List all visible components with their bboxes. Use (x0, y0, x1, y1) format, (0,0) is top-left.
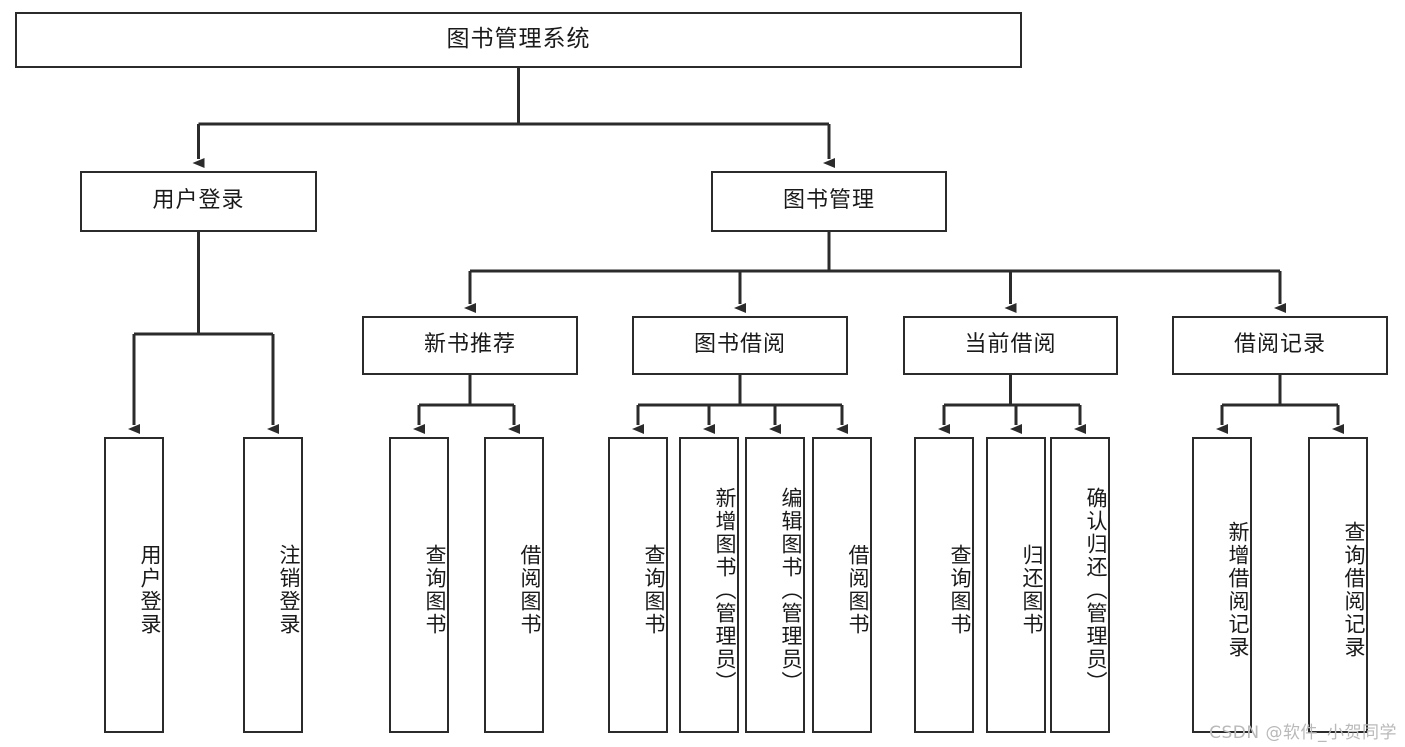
node-new-book-recommend[interactable]: 新书推荐 (362, 316, 578, 375)
node-leaf-borrow-book-2[interactable]: 借阅图书 (812, 437, 872, 733)
node-label: 用户登录 (152, 188, 245, 214)
node-label: 归还图书 (1020, 544, 1044, 636)
node-label: 查询图书 (642, 544, 666, 636)
node-leaf-edit-book[interactable]: 编辑图书（管理员） (745, 437, 805, 733)
node-leaf-logout[interactable]: 注销登录 (243, 437, 303, 733)
node-label: 当前借阅 (964, 332, 1057, 358)
node-root[interactable]: 图书管理系统 (15, 12, 1022, 68)
node-leaf-confirm-return[interactable]: 确认归还（管理员） (1050, 437, 1110, 733)
node-leaf-query-book-3[interactable]: 查询图书 (914, 437, 974, 733)
node-label: 图书管理 (782, 188, 875, 214)
node-user-login[interactable]: 用户登录 (80, 171, 317, 232)
node-label: 借阅记录 (1233, 332, 1326, 358)
node-label: 确认归还（管理员） (1084, 486, 1108, 694)
node-leaf-user-login[interactable]: 用户登录 (104, 437, 164, 733)
node-leaf-add-record[interactable]: 新增借阅记录 (1192, 437, 1252, 733)
node-label: 图书借阅 (693, 332, 786, 358)
node-book-manage[interactable]: 图书管理 (711, 171, 947, 232)
node-borrow-record[interactable]: 借阅记录 (1172, 316, 1388, 375)
node-leaf-query-book-2[interactable]: 查询图书 (608, 437, 668, 733)
node-current-borrow[interactable]: 当前借阅 (903, 316, 1118, 375)
node-label: 编辑图书（管理员） (779, 486, 803, 694)
node-label: 借阅图书 (846, 544, 870, 636)
node-label: 查询图书 (423, 544, 447, 636)
node-label: 图书管理系统 (446, 26, 591, 53)
node-label: 借阅图书 (518, 544, 542, 636)
node-label: 注销登录 (277, 544, 301, 636)
node-leaf-add-book[interactable]: 新增图书（管理员） (679, 437, 739, 733)
node-leaf-return-book[interactable]: 归还图书 (986, 437, 1046, 733)
node-leaf-query-record[interactable]: 查询借阅记录 (1308, 437, 1368, 733)
node-leaf-query-book-1[interactable]: 查询图书 (389, 437, 449, 733)
watermark: CSDN @软件_小贺同学 (1209, 723, 1397, 743)
node-label: 查询借阅记录 (1342, 521, 1366, 659)
node-label: 新书推荐 (423, 332, 516, 358)
node-book-borrow[interactable]: 图书借阅 (632, 316, 848, 375)
node-leaf-borrow-book-1[interactable]: 借阅图书 (484, 437, 544, 733)
node-label: 查询图书 (948, 544, 972, 636)
node-label: 新增借阅记录 (1226, 521, 1250, 659)
node-label: 用户登录 (138, 544, 162, 636)
node-label: 新增图书（管理员） (713, 486, 737, 694)
